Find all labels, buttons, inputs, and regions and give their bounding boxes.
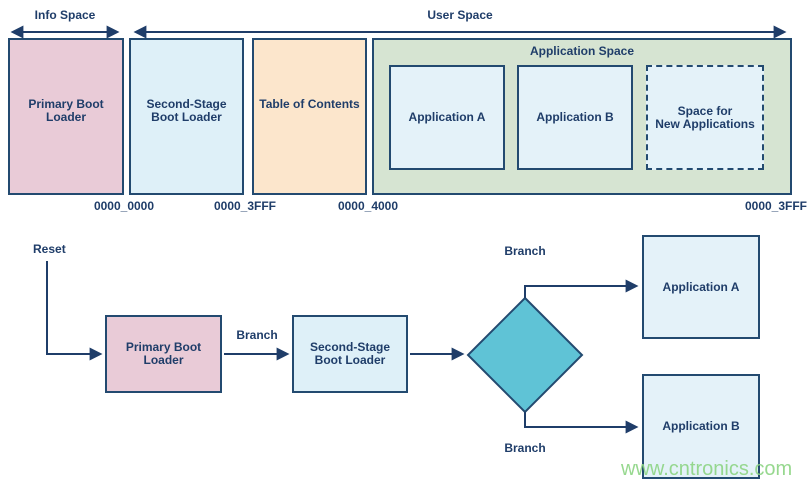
decision-which-application-label: Which Application <box>492 341 558 368</box>
info-space-label: Info Space <box>34 8 96 22</box>
block-application-a: Application A <box>389 65 505 170</box>
block-table-of-contents-label: Table of Contents <box>259 97 360 111</box>
address-0000-4000: 0000_4000 <box>337 199 399 213</box>
application-space-label: Application Space <box>529 44 635 58</box>
block-application-b: Application B <box>517 65 633 170</box>
block-space-for-new-applications: Space for New Applications <box>646 65 764 170</box>
reset-label: Reset <box>33 242 66 256</box>
block-table-of-contents: Table of Contents <box>252 38 367 195</box>
block-second-stage-boot-loader-label: Second-Stage Boot Loader <box>146 97 227 124</box>
flow-second-stage-boot-loader: Second-Stage Boot Loader <box>292 315 408 393</box>
branch-label-upper: Branch <box>504 244 546 258</box>
address-0000-0000: 0000_0000 <box>93 199 155 213</box>
block-second-stage-boot-loader: Second-Stage Boot Loader <box>129 38 244 195</box>
block-primary-boot-loader: Primary Boot Loader <box>8 38 124 195</box>
address-0000-3fff: 0000_3FFF <box>213 199 277 213</box>
branch-arrow-upper <box>524 279 639 298</box>
watermark-text: www.cntronics.com <box>621 458 793 480</box>
flow-primary-boot-loader: Primary Boot Loader <box>105 315 222 393</box>
branch-label-lower: Branch <box>504 441 546 455</box>
flow-application-a: Application A <box>642 235 760 339</box>
user-space-label: User Space <box>427 8 493 22</box>
address-0000-3fff-end: 0000_3FFF <box>744 199 808 213</box>
branch-arrow-lower <box>524 412 639 434</box>
branch-label-left: Branch <box>236 328 278 342</box>
flow-application-b: Application B <box>642 374 760 479</box>
reset-arrow <box>46 261 103 361</box>
block-primary-boot-loader-label: Primary Boot Loader <box>28 97 104 124</box>
application-space-container: Application Space Application A Applicat… <box>372 38 792 195</box>
